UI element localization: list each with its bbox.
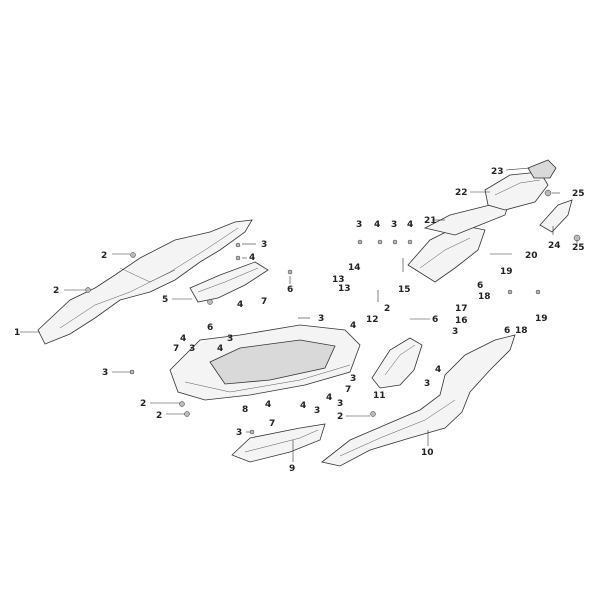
- callout-23: 23: [491, 167, 504, 177]
- callout-18: 18: [515, 326, 528, 336]
- callout-2: 2: [53, 286, 59, 296]
- callout-4: 4: [249, 253, 255, 263]
- callout-labels: 1 2 2 3 4 5 6 4 7 6 3 4 3 7 3 4 3 2 2 8 …: [14, 167, 585, 474]
- callout-25: 25: [572, 243, 585, 253]
- callout-6: 6: [504, 326, 510, 336]
- callout-20: 20: [525, 251, 538, 261]
- part-8-floor-tray: [169, 324, 361, 401]
- callout-4: 4: [350, 321, 356, 331]
- callout-2: 2: [337, 412, 343, 422]
- callout-10: 10: [421, 448, 434, 458]
- callout-2: 2: [140, 399, 146, 409]
- callout-19: 19: [500, 267, 513, 277]
- callout-7: 7: [345, 385, 351, 395]
- callout-3: 3: [424, 379, 430, 389]
- callout-4: 4: [435, 365, 441, 375]
- callout-4: 4: [300, 401, 306, 411]
- part-24-grab-bracket: [539, 199, 573, 233]
- callout-16: 16: [455, 316, 468, 326]
- fasteners: [85, 189, 581, 435]
- callout-3: 3: [189, 344, 195, 354]
- part-22-tail-cover: [484, 171, 549, 211]
- part-1-left-side-panel: [37, 219, 253, 345]
- callout-3: 3: [391, 220, 397, 230]
- callout-3: 3: [337, 399, 343, 409]
- callout-4: 4: [407, 220, 413, 230]
- callout-4: 4: [265, 400, 271, 410]
- callout-5: 5: [162, 295, 168, 305]
- callout-4: 4: [237, 300, 243, 310]
- part-5-bracket: [189, 261, 269, 305]
- callout-3: 3: [318, 314, 324, 324]
- callout-9: 9: [289, 464, 295, 474]
- callout-3: 3: [236, 428, 242, 438]
- callout-17: 17: [455, 304, 468, 314]
- callout-13: 13: [338, 284, 351, 294]
- callout-25: 25: [572, 189, 585, 199]
- callout-19: 19: [535, 314, 548, 324]
- callout-6: 6: [207, 323, 213, 333]
- callout-11: 11: [373, 391, 386, 401]
- callout-4: 4: [326, 393, 332, 403]
- callout-6: 6: [432, 315, 438, 325]
- callout-8: 8: [242, 405, 248, 415]
- callout-3: 3: [350, 374, 356, 384]
- callout-7: 7: [261, 297, 267, 307]
- callout-13: 13: [332, 275, 345, 285]
- callout-18: 18: [478, 292, 491, 302]
- callout-7: 7: [269, 419, 275, 429]
- callout-3: 3: [356, 220, 362, 230]
- leader-lines: [20, 167, 578, 462]
- part-9-lower-tray: [231, 423, 326, 463]
- callout-2: 2: [384, 304, 390, 314]
- callout-1: 1: [14, 328, 20, 338]
- callout-3: 3: [261, 240, 267, 250]
- callout-2: 2: [101, 251, 107, 261]
- callout-4: 4: [217, 344, 223, 354]
- callout-3: 3: [227, 334, 233, 344]
- callout-6: 6: [477, 281, 483, 291]
- callout-7: 7: [173, 344, 179, 354]
- callout-24: 24: [548, 241, 561, 251]
- callout-4: 4: [180, 334, 186, 344]
- callout-21: 21: [424, 216, 437, 226]
- part-23-tail-lens: [527, 159, 557, 179]
- part-20-rear-undertray: [407, 224, 486, 283]
- part-11-side-cover: [371, 337, 423, 389]
- callout-3: 3: [314, 406, 320, 416]
- callout-2: 2: [156, 411, 162, 421]
- callout-6: 6: [287, 285, 293, 295]
- callout-22: 22: [455, 188, 468, 198]
- callout-4: 4: [374, 220, 380, 230]
- callout-15: 15: [398, 285, 411, 295]
- callout-3: 3: [102, 368, 108, 378]
- callout-12: 12: [366, 315, 379, 325]
- callout-3: 3: [452, 327, 458, 337]
- part-10-right-side-panel: [321, 334, 516, 467]
- callout-14: 14: [348, 263, 361, 273]
